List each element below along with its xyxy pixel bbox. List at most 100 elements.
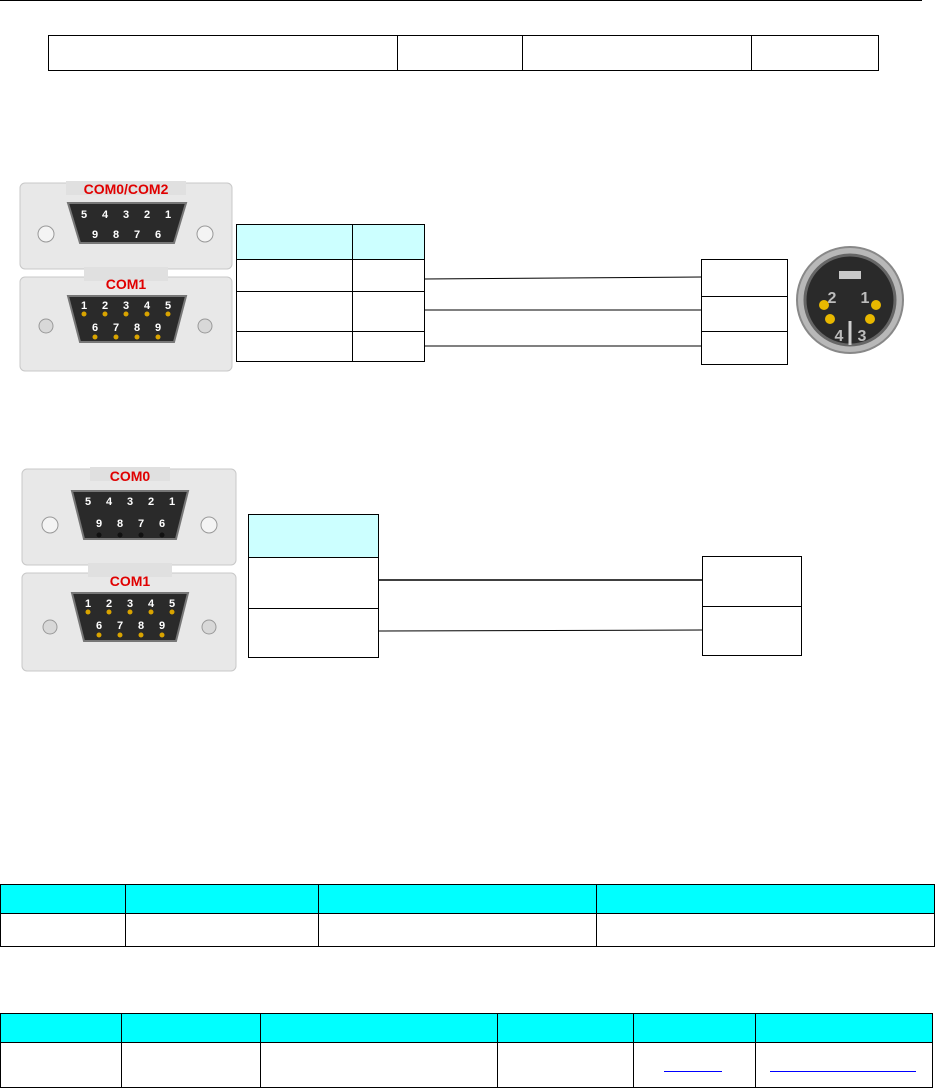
table-header-cell bbox=[596, 884, 935, 914]
pin-label: 4 bbox=[106, 496, 113, 508]
pin-label: 9 bbox=[96, 518, 102, 530]
pin-label: 3 bbox=[127, 496, 133, 508]
table-header-cell bbox=[248, 514, 379, 558]
pin-label: 7 bbox=[134, 229, 140, 241]
pin-label: 3 bbox=[123, 209, 129, 221]
table-row bbox=[0, 913, 935, 947]
table-cell bbox=[633, 1042, 756, 1088]
table-row bbox=[702, 556, 802, 607]
table-header-cell bbox=[0, 1013, 122, 1043]
table-cell bbox=[236, 331, 353, 362]
pin-table-right-2 bbox=[702, 556, 802, 656]
table-row bbox=[701, 296, 788, 332]
table-cell bbox=[318, 913, 597, 947]
table-cell bbox=[248, 557, 379, 609]
wiring-lines-2 bbox=[379, 579, 704, 632]
pin-label: 2 bbox=[144, 209, 150, 221]
table-row bbox=[701, 331, 788, 365]
table-cell bbox=[236, 259, 353, 292]
table-row bbox=[236, 259, 425, 292]
pin-label: 1 bbox=[165, 209, 171, 221]
pin-label: 1 bbox=[85, 598, 91, 610]
table-header-cell bbox=[755, 1013, 933, 1043]
pin-label: 8 bbox=[113, 229, 119, 241]
table-row bbox=[248, 514, 379, 558]
download-link[interactable] bbox=[770, 1071, 916, 1072]
pin-label: 2 bbox=[102, 300, 108, 312]
pin-label: 9 bbox=[92, 229, 98, 241]
table-header-cell bbox=[318, 884, 597, 914]
com0-label: COM0 bbox=[110, 468, 151, 484]
pin-label: 7 bbox=[117, 620, 123, 632]
pin-label: 5 bbox=[85, 496, 91, 508]
pin-label: 5 bbox=[81, 209, 87, 221]
header-rule bbox=[0, 0, 922, 1]
pin-label: 3 bbox=[123, 300, 129, 312]
pin-label: 8 bbox=[117, 518, 123, 530]
table-cell bbox=[121, 1042, 261, 1088]
pin-label: 9 bbox=[159, 620, 165, 632]
spec-table-2 bbox=[0, 1013, 933, 1088]
din-pin-label: 3 bbox=[858, 328, 867, 345]
table-header-cell bbox=[125, 884, 319, 914]
table-header-cell bbox=[633, 1013, 756, 1043]
pin-table-left-2 bbox=[248, 514, 379, 658]
table-header-cell bbox=[260, 1013, 498, 1043]
table-cell bbox=[352, 259, 425, 292]
pin-table-left-1 bbox=[236, 224, 425, 362]
table-header-cell bbox=[236, 224, 353, 260]
table-cell bbox=[397, 35, 523, 71]
table-cell bbox=[596, 913, 935, 947]
pin-label: 5 bbox=[169, 598, 175, 610]
pin-label: 9 bbox=[155, 322, 161, 334]
table-cell bbox=[0, 913, 126, 947]
table-header-cell bbox=[352, 224, 425, 260]
table-cell bbox=[701, 331, 788, 365]
table-row bbox=[48, 35, 879, 71]
table-cell bbox=[751, 35, 879, 71]
din-pin-label: 1 bbox=[861, 290, 870, 307]
table-header-cell bbox=[121, 1013, 261, 1043]
table-cell bbox=[755, 1042, 933, 1088]
table-row bbox=[0, 1013, 933, 1043]
table-row bbox=[236, 224, 425, 260]
pin-label: 4 bbox=[102, 209, 109, 221]
table-cell bbox=[701, 259, 788, 297]
pin-label: 6 bbox=[155, 229, 161, 241]
table-cell bbox=[701, 296, 788, 332]
table-header-cell bbox=[497, 1013, 634, 1043]
table-cell bbox=[497, 1042, 634, 1088]
table-cell bbox=[702, 556, 802, 607]
pin-table-right-1 bbox=[701, 259, 788, 365]
spec-table-1 bbox=[0, 884, 935, 947]
table-row bbox=[236, 291, 425, 332]
db9-connector-group-2: COM0 5 4 3 2 1 9 8 7 6 COM1 1 2 3 4 5 6 … bbox=[21, 467, 237, 672]
din-pin-label: 4 bbox=[835, 328, 844, 345]
pin-label: 2 bbox=[106, 598, 112, 610]
table-row bbox=[0, 1042, 933, 1088]
pin-label: 1 bbox=[169, 496, 175, 508]
pin-label: 5 bbox=[165, 300, 171, 312]
pin-label: 8 bbox=[138, 620, 144, 632]
pin-label: 4 bbox=[144, 300, 151, 312]
pin-label: 2 bbox=[148, 496, 154, 508]
db9-connector-group-1: COM0/COM2 5 4 3 2 1 9 8 7 6 COM1 1 2 3 4… bbox=[19, 181, 233, 372]
table-cell bbox=[522, 35, 752, 71]
top-info-table bbox=[48, 35, 879, 71]
com1-label: COM1 bbox=[110, 573, 151, 589]
table-cell bbox=[702, 606, 802, 656]
din-pin-label: 2 bbox=[828, 290, 837, 307]
pin-label: 6 bbox=[159, 518, 165, 530]
table-row bbox=[0, 884, 935, 914]
table-row bbox=[236, 331, 425, 362]
download-link[interactable] bbox=[664, 1071, 722, 1072]
pin-label: 1 bbox=[81, 300, 87, 312]
table-row bbox=[701, 259, 788, 297]
pin-label: 3 bbox=[127, 598, 133, 610]
table-cell bbox=[125, 913, 319, 947]
table-row bbox=[702, 606, 802, 656]
table-row bbox=[248, 557, 379, 609]
mini-din-connector: 2 1 4 3 bbox=[796, 246, 904, 354]
table-cell bbox=[352, 291, 425, 332]
com0-com2-label: COM0/COM2 bbox=[84, 181, 169, 197]
